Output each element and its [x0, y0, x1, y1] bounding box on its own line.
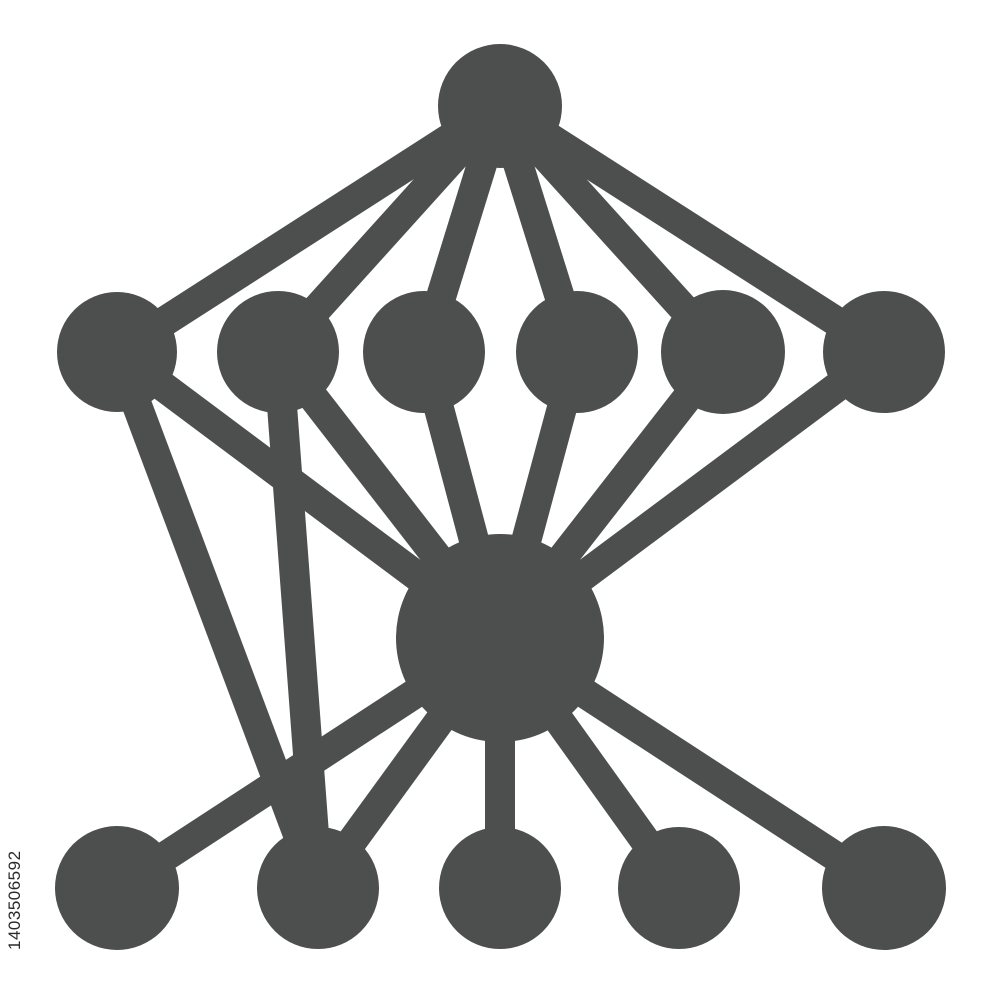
node-m6 — [823, 291, 945, 413]
node-b3 — [439, 827, 561, 949]
node-m1 — [57, 292, 177, 412]
node-b4 — [618, 827, 740, 949]
edge-top-m6 — [491, 93, 893, 365]
edges-group — [102, 93, 893, 901]
node-hub — [396, 534, 604, 742]
node-b1 — [55, 826, 179, 950]
node-m3 — [363, 291, 485, 413]
edge-top-m1 — [108, 93, 509, 365]
node-m4 — [516, 291, 638, 413]
stock-id-label: 1403506592 — [5, 850, 24, 950]
node-m5 — [661, 290, 785, 414]
node-b2 — [257, 827, 379, 949]
edge-m1-b2 — [102, 346, 333, 894]
node-b5 — [822, 826, 946, 950]
nodes-group — [55, 44, 946, 950]
node-m2 — [217, 291, 339, 413]
node-top — [438, 44, 562, 168]
edge-m2-b2 — [263, 350, 333, 890]
